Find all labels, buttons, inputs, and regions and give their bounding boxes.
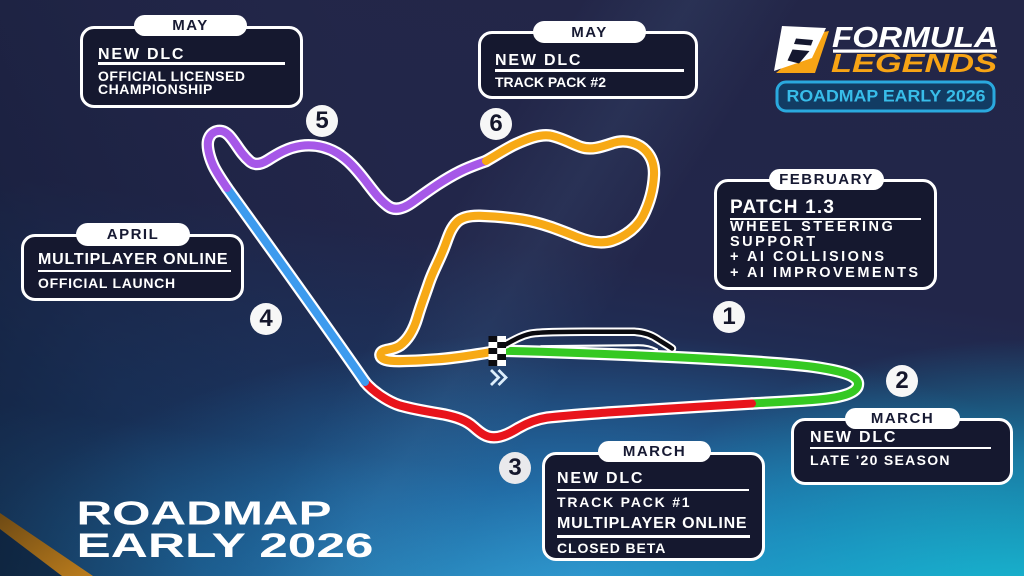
svg-text:FORMULA: FORMULA	[832, 22, 998, 54]
svg-text:ROADMAP: ROADMAP	[77, 495, 332, 532]
svg-text:LEGENDS: LEGENDS	[831, 48, 998, 78]
svg-text:EARLY 2026: EARLY 2026	[77, 527, 374, 565]
svg-text:ROADMAP EARLY 2026: ROADMAP EARLY 2026	[787, 88, 986, 106]
